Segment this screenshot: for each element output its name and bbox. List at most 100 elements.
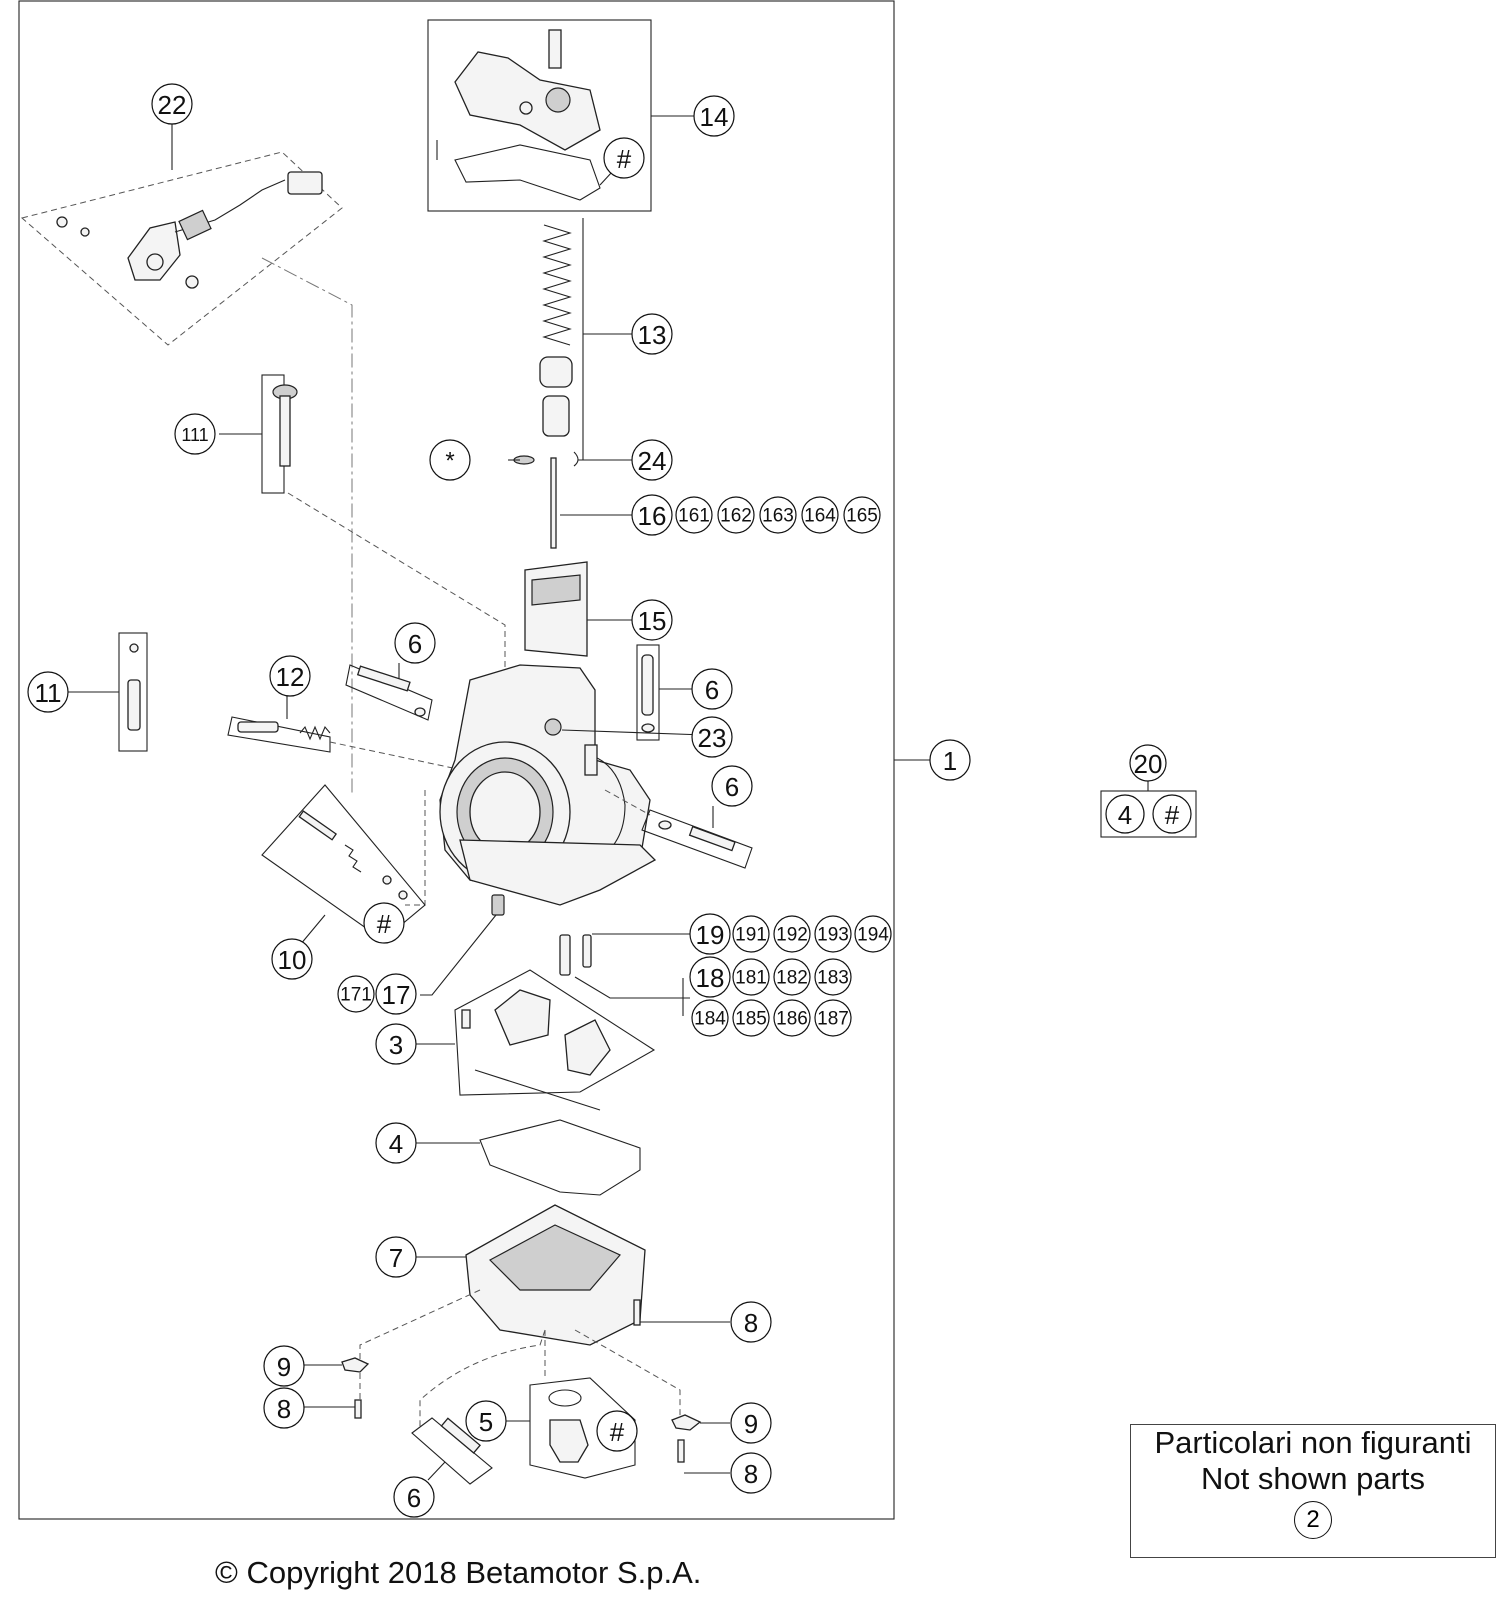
callout-5[interactable]: 5 xyxy=(465,1400,507,1442)
callout-19[interactable]: 19 xyxy=(689,913,731,955)
callout-194[interactable]: 194 xyxy=(854,915,892,953)
callout-label: 6 xyxy=(705,675,719,705)
callout-10[interactable]: 10 xyxy=(271,938,313,980)
callout-20[interactable]: 20 xyxy=(1129,744,1167,782)
callout-label: 192 xyxy=(776,925,808,946)
throttle-slide-group xyxy=(524,561,636,657)
callout-label: 6 xyxy=(408,629,422,659)
callout-label: 171 xyxy=(340,985,372,1006)
callout-14[interactable]: 14 xyxy=(693,95,735,137)
callout-label: 20 xyxy=(1134,749,1163,779)
callout-8c[interactable]: 8 xyxy=(730,1452,772,1494)
callout-183[interactable]: 183 xyxy=(814,958,852,996)
part-6-c-group xyxy=(604,789,753,869)
float-bowl-group xyxy=(359,1204,730,1430)
callout-label: 193 xyxy=(817,925,849,946)
jets-group xyxy=(420,894,690,1016)
callout-label: # xyxy=(377,909,392,939)
callout-163[interactable]: 163 xyxy=(759,496,797,534)
callout-label: 18 xyxy=(696,963,725,993)
throttle-sensor-group xyxy=(20,122,353,795)
jet-11-group xyxy=(68,632,148,752)
callout-label: 182 xyxy=(776,968,808,989)
callout-23[interactable]: 23 xyxy=(691,716,733,758)
callout-192[interactable]: 192 xyxy=(773,915,811,953)
callout-181[interactable]: 181 xyxy=(732,958,770,996)
callout-label: 8 xyxy=(744,1459,758,1489)
callout-label: 6 xyxy=(725,772,739,802)
callout-label: # xyxy=(1165,800,1180,830)
callout-label: 8 xyxy=(277,1394,291,1424)
callout-2[interactable]: 2 xyxy=(1294,1501,1332,1539)
callout-label: 11 xyxy=(35,678,62,708)
callout-184[interactable]: 184 xyxy=(691,999,729,1037)
callout-22[interactable]: 22 xyxy=(151,83,193,125)
callout-label: 17 xyxy=(382,980,411,1010)
callout-11[interactable]: 11 xyxy=(27,671,69,713)
callout-label: 5 xyxy=(479,1407,493,1437)
kit-20-group xyxy=(1100,780,1197,838)
callout-label: 8 xyxy=(744,1308,758,1338)
callout-label: 10 xyxy=(278,945,307,975)
callout-star[interactable]: * xyxy=(429,439,471,481)
callout-165[interactable]: 165 xyxy=(843,496,881,534)
spring-needle-group xyxy=(508,218,636,549)
callout-185[interactable]: 185 xyxy=(732,999,770,1037)
callout-14h[interactable]: # xyxy=(603,137,645,179)
callout-171[interactable]: 171 xyxy=(337,975,375,1013)
callout-10h[interactable]: # xyxy=(363,902,405,944)
callout-5h[interactable]: # xyxy=(596,1410,638,1452)
float-group xyxy=(416,969,656,1111)
callout-6d[interactable]: 6 xyxy=(393,1476,435,1518)
carburetor-body xyxy=(405,664,706,906)
callout-18[interactable]: 18 xyxy=(689,956,731,998)
part-6-a-group xyxy=(345,663,433,721)
callout-186[interactable]: 186 xyxy=(773,999,811,1037)
callout-111[interactable]: 111 xyxy=(174,413,216,455)
gasket-group xyxy=(416,1119,641,1196)
lower-left-parts xyxy=(302,1357,370,1419)
callout-label: 9 xyxy=(277,1352,291,1382)
part-6-d-group xyxy=(411,1417,493,1485)
callout-20b[interactable]: # xyxy=(1152,794,1192,834)
callout-7[interactable]: 7 xyxy=(375,1236,417,1278)
callout-191[interactable]: 191 xyxy=(732,915,770,953)
callout-20a[interactable]: 4 xyxy=(1105,794,1145,834)
callout-17[interactable]: 17 xyxy=(375,973,417,1015)
callout-16[interactable]: 16 xyxy=(631,494,673,536)
callout-label: # xyxy=(617,144,632,174)
callout-9a[interactable]: 9 xyxy=(263,1345,305,1387)
callout-6a[interactable]: 6 xyxy=(394,622,436,664)
callout-9b[interactable]: 9 xyxy=(730,1402,772,1444)
callout-187[interactable]: 187 xyxy=(814,999,852,1037)
callout-6c[interactable]: 6 xyxy=(711,765,753,807)
callout-12[interactable]: 12 xyxy=(269,655,311,697)
callout-8a[interactable]: 8 xyxy=(730,1301,772,1343)
callout-label: 186 xyxy=(776,1009,808,1030)
callout-label: 181 xyxy=(735,968,767,989)
callout-24[interactable]: 24 xyxy=(631,439,673,481)
callout-6b[interactable]: 6 xyxy=(691,668,733,710)
top-cover-group xyxy=(427,19,695,212)
callout-label: 24 xyxy=(638,446,667,476)
drain-plug-group xyxy=(505,1377,636,1479)
callout-162[interactable]: 162 xyxy=(717,496,755,534)
callout-3[interactable]: 3 xyxy=(375,1023,417,1065)
callout-label: 184 xyxy=(694,1009,726,1030)
callout-label: 6 xyxy=(407,1483,421,1513)
callout-13[interactable]: 13 xyxy=(631,313,673,355)
callout-164[interactable]: 164 xyxy=(801,496,839,534)
callout-label: 185 xyxy=(735,1009,767,1030)
callout-193[interactable]: 193 xyxy=(814,915,852,953)
callout-1[interactable]: 1 xyxy=(929,739,971,781)
callout-182[interactable]: 182 xyxy=(773,958,811,996)
callout-15[interactable]: 15 xyxy=(631,599,673,641)
callout-4[interactable]: 4 xyxy=(375,1122,417,1164)
callout-161[interactable]: 161 xyxy=(675,496,713,534)
callout-label: 7 xyxy=(389,1243,403,1273)
callout-8b[interactable]: 8 xyxy=(263,1387,305,1429)
callout-label: 19 xyxy=(696,920,725,950)
callout-label: 162 xyxy=(720,506,752,527)
